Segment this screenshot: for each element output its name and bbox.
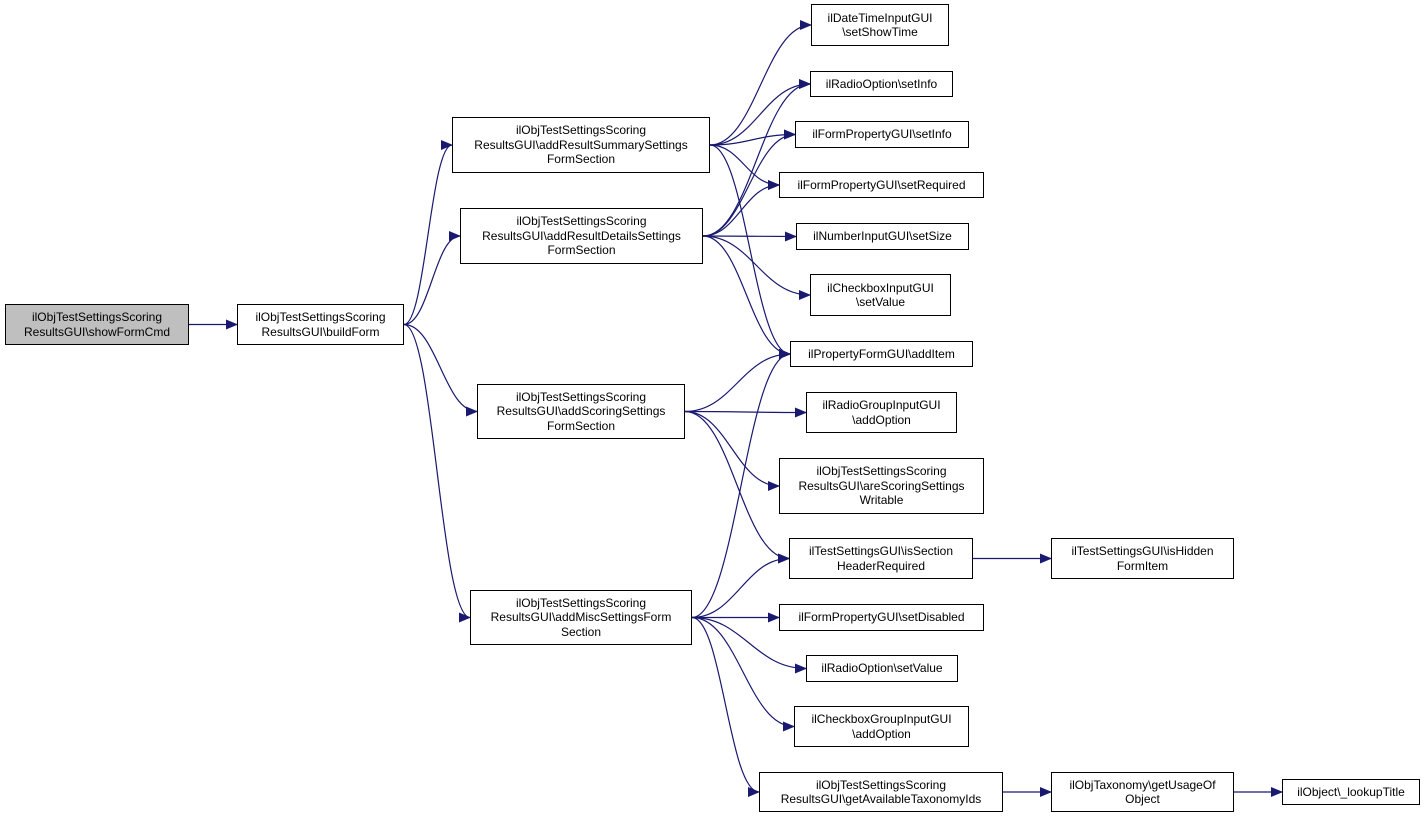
node-radiogroup-addoption[interactable]: ilRadioGroupInputGUI \addOption: [806, 392, 957, 433]
edge-addscoring-to-propertyform_additem: [684, 349, 791, 413]
node-addresultdetails[interactable]: ilObjTestSettingsScoring ResultsGUI\addR…: [460, 208, 703, 264]
edge-addresultdetails-to-checkbox_setvalue: [702, 235, 811, 300]
edge-addmisc-to-propertyform_additem: [691, 349, 791, 619]
edge-addmisc-to-getavailabletaxonomy: [691, 616, 760, 797]
node-formproperty-setdisabled[interactable]: ilFormPropertyGUI\setDisabled: [779, 604, 984, 631]
edge-addscoring-to-issectionheader: [684, 410, 790, 564]
node-formproperty-setinfo[interactable]: ilFormPropertyGUI\setInfo: [795, 121, 969, 148]
edge-addresultdetails-to-propertyform_additem: [702, 235, 791, 359]
edge-buildform-to-addmisc: [403, 323, 471, 623]
node-numberinput-setsize[interactable]: ilNumberInputGUI\setSize: [796, 223, 969, 250]
edge-buildform-to-addresultsummary: [403, 140, 453, 326]
edge-addmisc-to-radiooption_setvalue: [691, 616, 807, 674]
node-addmisc[interactable]: ilObjTestSettingsScoring ResultsGUI\addM…: [470, 590, 692, 645]
node-checkboxgroup-addoption[interactable]: ilCheckboxGroupInputGUI \addOption: [794, 706, 969, 747]
node-radiooption-setinfo[interactable]: ilRadioOption\setInfo: [810, 71, 953, 97]
node-propertyform-additem[interactable]: ilPropertyFormGUI\addItem: [790, 341, 973, 367]
edge-addresultdetails-to-formproperty_setrequired: [702, 180, 780, 237]
node-formproperty-setrequired[interactable]: ilFormPropertyGUI\setRequired: [779, 172, 984, 198]
node-ishiddenformitem[interactable]: ilTestSettingsGUI\isHidden FormItem: [1051, 538, 1234, 579]
edge-buildform-to-addresultdetails: [403, 231, 461, 326]
node-datetime-setshowtime[interactable]: ilDateTimeInputGUI \setShowTime: [811, 4, 949, 46]
node-radiooption-setvalue[interactable]: ilRadioOption\setValue: [806, 655, 958, 682]
node-checkbox-setvalue[interactable]: ilCheckboxInputGUI \setValue: [810, 274, 951, 316]
edge-addscoring-to-arescoringwritable: [684, 410, 780, 491]
node-getavailabletaxonomy[interactable]: ilObjTestSettingsScoring ResultsGUI\getA…: [759, 772, 1003, 812]
node-getusageofobject[interactable]: ilObjTaxonomy\getUsageOf Object: [1051, 772, 1234, 812]
node-showformcmd: ilObjTestSettingsScoring ResultsGUI\show…: [5, 304, 189, 345]
node-addresultsummary[interactable]: ilObjTestSettingsScoring ResultsGUI\addR…: [452, 117, 710, 173]
edge-addscoring-to-radiogroup_addoption: [684, 407, 807, 418]
edge-buildform-to-addscoring: [403, 323, 478, 417]
edge-addresultsummary-to-datetime_setshowtime: [709, 20, 812, 146]
edge-addresultdetails-to-formproperty_setinfo: [702, 129, 796, 237]
node-lookuptitle[interactable]: ilObject\_lookupTitle: [1282, 779, 1420, 805]
node-issectionheader[interactable]: ilTestSettingsGUI\isSection HeaderRequir…: [789, 538, 973, 579]
node-arescoringwritable[interactable]: ilObjTestSettingsScoring ResultsGUI\areS…: [779, 458, 984, 514]
edge-addresultsummary-to-propertyform_additem: [709, 144, 791, 359]
edge-addresultsummary-to-radiooption_setinfo: [709, 79, 811, 146]
edge-addresultdetails-to-numberinput_setsize: [702, 231, 797, 242]
edge-addmisc-to-checkboxgroup_addoption: [691, 616, 795, 732]
node-buildform[interactable]: ilObjTestSettingsScoring ResultsGUI\buil…: [237, 304, 404, 345]
node-addscoring[interactable]: ilObjTestSettingsScoring ResultsGUI\addS…: [477, 384, 685, 439]
edge-addmisc-to-issectionheader: [691, 553, 790, 619]
edge-addresultdetails-to-radiooption_setinfo: [702, 79, 811, 237]
